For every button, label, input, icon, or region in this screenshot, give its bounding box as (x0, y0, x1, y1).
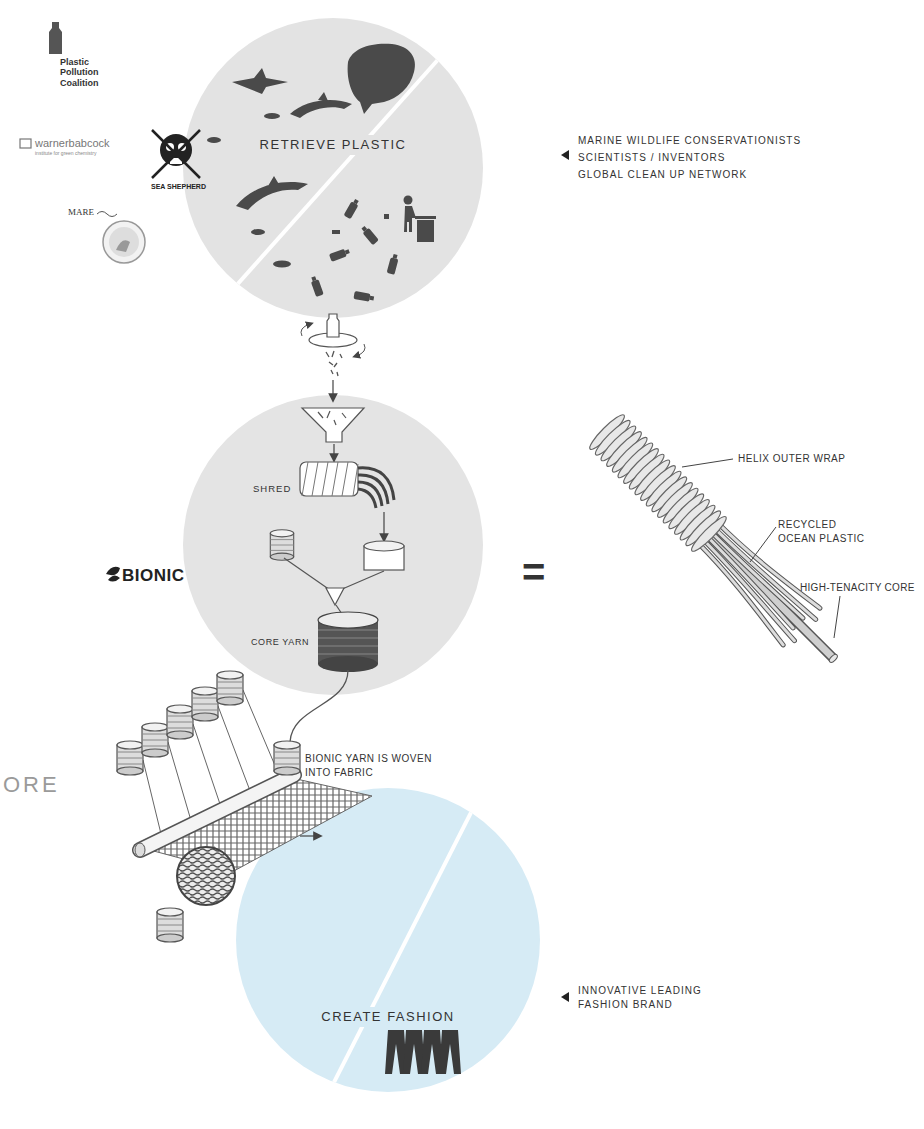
shredder-icon (301, 314, 365, 398)
process-circle: RETRIEVE PLASTIC (183, 18, 483, 318)
brand-logo: BIONIC (122, 565, 185, 588)
circle-outline (183, 18, 483, 318)
leader-lines (682, 459, 840, 638)
logo-subtext: institute for green chemistry (35, 150, 96, 157)
part-label: HELIX OUTER WRAP (738, 452, 845, 466)
logo-group (20, 22, 200, 263)
yarn-process (270, 408, 404, 742)
role-text: SCIENTISTS / INVENTORS (578, 151, 725, 165)
part-label: HIGH-TENACITY CORE (800, 581, 915, 595)
node-label: CREATE FASHION (318, 1007, 457, 1027)
circle-outline (236, 788, 540, 1092)
logo-text: MARE (68, 206, 94, 218)
process-circle: SHRED CORE YARN (183, 395, 483, 695)
loom (117, 671, 372, 942)
node-label: SHRED (250, 482, 294, 497)
role-text: GLOBAL CLEAN UP NETWORK (578, 168, 747, 182)
equals-sign: = (522, 552, 545, 592)
process-circle: CREATE FASHION (236, 788, 540, 1092)
logo-text: SEA SHEPHERD (151, 182, 206, 191)
role-text: INNOVATIVE LEADING FASHION BRAND (578, 984, 713, 1011)
step-note: BIONIC YARN IS WOVEN INTO FABRIC (305, 752, 455, 779)
cut-off-text: ORE (3, 770, 60, 800)
node-label: RETRIEVE PLASTIC (257, 135, 410, 155)
logo-text: Plastic Pollution Coalition (60, 57, 106, 88)
part-label: RECYCLED OCEAN PLASTIC (778, 518, 872, 545)
yarn-detail (585, 410, 853, 678)
jeans (385, 1030, 461, 1074)
role-text: MARINE WILDLIFE CONSERVATIONISTS (578, 134, 801, 148)
node-label: CORE YARN (248, 635, 312, 649)
logo-text: warnerbabcock (35, 136, 110, 151)
circle-outline (183, 395, 483, 695)
